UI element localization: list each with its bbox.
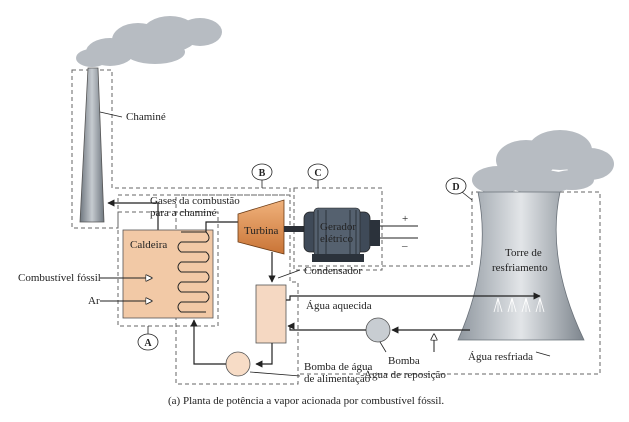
steam-line [205,221,238,232]
makeup-water-label: Água de reposição [364,369,446,381]
condenser-label: Condensador [304,265,362,277]
subsystem-c-boundary [293,187,383,271]
subsystem-c-letter: C [314,168,321,179]
turbine-label: Turbina [244,225,279,237]
turbine [237,199,285,255]
chimney [79,67,105,223]
subsystem-a-boundary [117,211,219,327]
cooling-pump [365,317,391,343]
pump-leader [379,341,387,353]
boiler-label: Caldeira [130,239,167,251]
smoke-cloud-chimney [76,16,222,67]
feed-pump-label-line1: Bomba de água [304,361,373,373]
generator-label-line1: Gerador [320,221,356,233]
spray-nozzles [493,297,545,313]
figure-caption: (a) Planta de potência a vapor acionada … [168,395,444,407]
feed-pump-leader [249,371,301,377]
feed-pump [225,351,251,377]
cooled-water-label: Água resfriada [468,351,533,363]
positive-sign: + [402,213,408,225]
subsystem-b-letter: B [259,168,266,179]
condenser-to-pump [255,343,273,368]
pump-to-condenser [287,322,366,331]
subsystem-a-badge: A [137,326,159,351]
tower-label-line2: resfriamento [492,262,548,274]
condenser [255,284,287,344]
pump-label: Bomba [388,355,420,367]
cooling-tower [457,191,585,341]
heated-water-line [286,292,541,301]
generator-label-line2: elétrico [320,233,353,245]
subsystem-b-badge: B [251,163,273,188]
pump-to-boiler [190,319,226,365]
smoke-cloud-tower [472,130,614,194]
fuel-label: Combustível fóssil [18,272,101,284]
tower-label-line1: Torre de [505,247,542,259]
feed-pump-label-line2: de alimentação [304,373,371,385]
turbine-shaft [284,226,304,232]
chimney-label: Chaminé [126,111,166,123]
subsystem-d-letter: D [452,182,459,193]
flue-gases-label-line2: para a chaminé [150,207,217,219]
condenser-leader [277,269,301,279]
flue-gases-label-line1: Gases da combustão [150,195,240,207]
negative-sign: – [401,240,408,252]
subsystem-d-badge: D [445,177,473,201]
heated-water-label: Água aquecida [306,300,372,312]
subsystem-b-boundary [175,194,299,385]
air-label: Ar [88,295,100,307]
cooled-water-leader [535,351,551,357]
generator [303,207,380,262]
boiler-coil [177,231,210,313]
chimney-leader [99,111,123,118]
subsystem-a-letter: A [144,338,152,349]
boiler [122,229,214,319]
subsystem-c-badge: C [307,163,329,188]
